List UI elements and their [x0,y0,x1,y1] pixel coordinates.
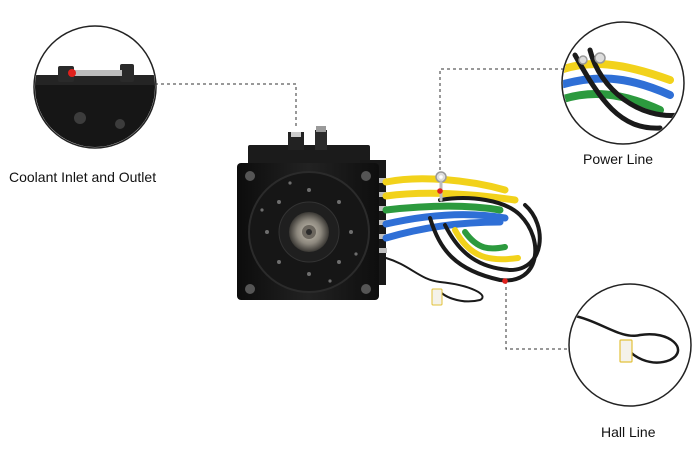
power-detail-circle [561,21,685,145]
leader-lines [155,68,570,350]
hall-line-label: Hall Line [601,424,656,440]
coolant-detail-circle [33,25,157,149]
motor-body [237,126,387,300]
coolant-leader-line [155,83,297,128]
power-line-wires [382,171,542,283]
coolant-inlet-outlet-label: Coolant Inlet and Outlet [9,169,157,185]
hall-line-wire [385,257,508,306]
hall-leader-line [505,281,570,350]
hall-detail-circle [568,283,692,407]
power-line-label: Power Line [583,151,654,167]
power-leader-line [439,68,563,176]
